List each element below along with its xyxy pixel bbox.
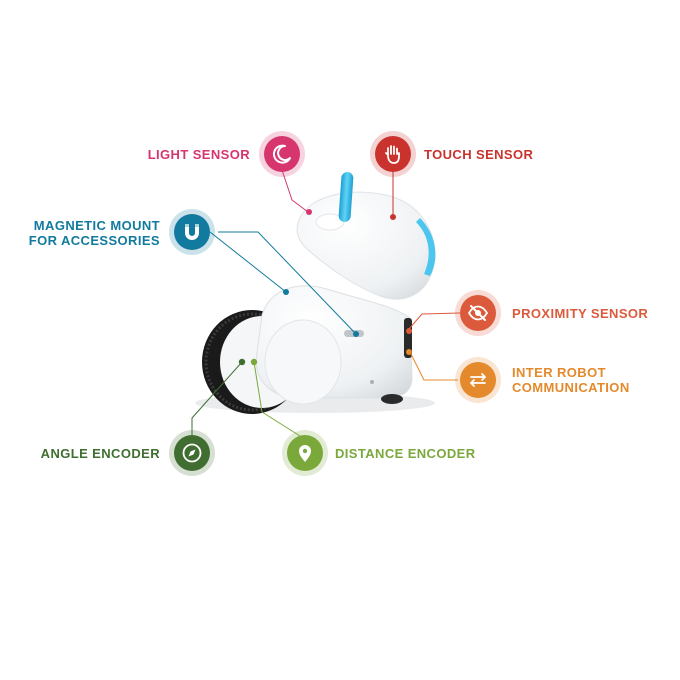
eye-off-icon bbox=[467, 305, 489, 321]
angle-encoder-badge bbox=[169, 430, 215, 476]
magnetic-mount-label-line1: MAGNETIC MOUNT bbox=[33, 218, 160, 233]
antenna bbox=[338, 172, 354, 222]
inter-robot-label-line2: COMMUNICATION bbox=[512, 380, 630, 395]
dot-magnetic-1 bbox=[283, 289, 289, 295]
distance-encoder-badge bbox=[282, 430, 328, 476]
proximity-sensor-label: PROXIMITY SENSOR bbox=[512, 306, 649, 321]
location-pin-icon bbox=[299, 445, 311, 462]
leader-proximity bbox=[407, 312, 461, 331]
head-light-ring bbox=[416, 218, 436, 276]
leader-distance bbox=[253, 361, 301, 437]
proximity-sensor-badge bbox=[455, 290, 501, 336]
light-sensor-badge bbox=[259, 131, 305, 177]
leader-inter-robot bbox=[409, 351, 458, 381]
magnetic-mount-label-line2: FOR ACCESSORIES bbox=[28, 233, 160, 248]
magnetic-mount-label: MAGNETIC MOUNT FOR ACCESSORIES bbox=[10, 218, 160, 248]
compass-icon bbox=[182, 443, 202, 463]
dot-proximity bbox=[406, 328, 412, 334]
dot-touch-sensor bbox=[390, 214, 396, 220]
dot-angle bbox=[238, 358, 246, 366]
leader-light-sensor bbox=[281, 169, 309, 213]
moon-icon bbox=[272, 144, 291, 164]
distance-encoder-label: DISTANCE ENCODER bbox=[335, 446, 476, 461]
hand-icon bbox=[385, 145, 400, 164]
robot-head bbox=[296, 191, 436, 300]
inter-robot-label: INTER ROBOT COMMUNICATION bbox=[512, 365, 630, 395]
swap-arrows-icon bbox=[470, 373, 486, 387]
magnetic-mount-badge bbox=[169, 209, 215, 255]
dot-light-sensor bbox=[306, 209, 312, 215]
front-caster bbox=[381, 394, 403, 404]
light-sensor-label: LIGHT SENSOR bbox=[147, 147, 250, 162]
touch-sensor-label: TOUCH SENSOR bbox=[424, 147, 534, 162]
angle-encoder-label: ANGLE ENCODER bbox=[40, 446, 160, 461]
dot-distance bbox=[250, 358, 258, 366]
leader-magnetic-1 bbox=[209, 231, 287, 293]
dot-magnetic-2 bbox=[353, 331, 359, 337]
leader-magnetic-2 bbox=[218, 231, 357, 335]
dot-inter-robot bbox=[406, 349, 412, 355]
touch-sensor-badge bbox=[370, 131, 416, 177]
magnet-icon bbox=[185, 224, 199, 240]
inter-robot-label-line1: INTER ROBOT bbox=[512, 365, 606, 380]
inter-robot-badge bbox=[455, 357, 501, 403]
